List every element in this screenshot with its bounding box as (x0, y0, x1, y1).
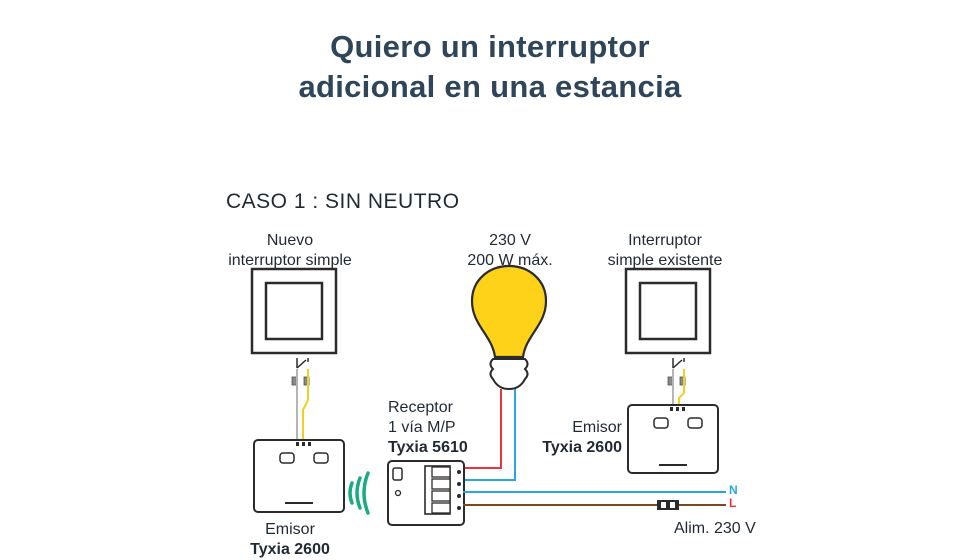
radio-waves-icon (348, 471, 370, 515)
new-switch-icon (250, 267, 338, 355)
receiver-label-line-1: Receptor (388, 399, 453, 416)
existing-switch-label-line-1: Interruptor (628, 232, 702, 249)
existing-switch-label: Interruptor simple existente (590, 231, 740, 271)
page-title-line-1: Quiero un interruptor (330, 29, 650, 64)
case-label: CASO 1 : SIN NEUTRO (226, 190, 460, 213)
new-switch-contact-icon (296, 358, 309, 369)
emitter-left-device (253, 439, 345, 513)
bulb-blue-wire (463, 389, 516, 481)
existing-switch-icon (624, 267, 712, 355)
receiver-device (387, 460, 465, 526)
bulb-power: 200 W máx. (467, 252, 553, 269)
emitter-left-model: Tyxia 2600 (250, 541, 330, 558)
page-title-line-2: adicional en una estancia (298, 69, 682, 104)
existing-switch-terminals (667, 376, 686, 386)
neutral-wire-label: N (729, 483, 738, 497)
right-yellow-wire (678, 369, 685, 405)
bulb-label: 230 V 200 W máx. (440, 231, 580, 271)
supply-label: Alim. 230 V (674, 520, 756, 537)
emitter-right-label-line-1: Emisor (572, 419, 622, 436)
emitter-left-label-line-1: Emisor (265, 521, 315, 538)
emitter-right-label: Emisor Tyxia 2600 (520, 418, 622, 458)
new-switch-label-line-2: interruptor simple (228, 252, 352, 269)
bulb-voltage: 230 V (489, 232, 531, 249)
emitter-right-model: Tyxia 2600 (542, 439, 622, 456)
receiver-label: Receptor 1 vía M/P Tyxia 5610 (388, 398, 468, 458)
existing-switch-label-line-2: simple existente (607, 252, 723, 269)
emitter-right-device (627, 404, 719, 474)
light-bulb-icon (470, 264, 548, 391)
fuse-icon (657, 500, 679, 510)
receiver-model: Tyxia 5610 (388, 439, 468, 456)
live-wire-label: L (729, 496, 737, 510)
receiver-label-line-2: 1 vía M/P (388, 419, 456, 436)
emitter-left-label: Emisor Tyxia 2600 (230, 520, 350, 560)
new-switch-terminals (291, 376, 310, 386)
new-switch-label-line-1: Nuevo (266, 232, 314, 249)
existing-switch-contact-icon (672, 358, 685, 369)
new-switch-label: Nuevo interruptor simple (210, 231, 370, 271)
left-yellow-wire (302, 369, 309, 440)
bulb-red-wire (463, 389, 502, 469)
